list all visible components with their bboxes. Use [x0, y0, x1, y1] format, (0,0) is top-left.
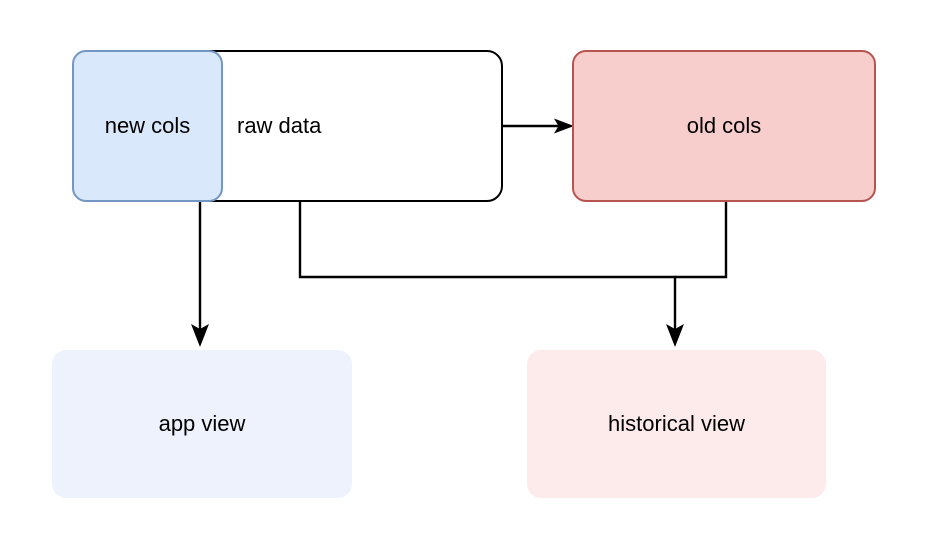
- node-raw-data[interactable]: raw data: [193, 50, 503, 202]
- node-old-cols-label: old cols: [686, 112, 762, 138]
- edge-raw-data-to-historical-view: [298, 201, 684, 347]
- node-historical-view-label: historical view: [608, 410, 745, 436]
- node-app-view[interactable]: app view: [52, 350, 352, 498]
- node-app-view-label: app view: [158, 410, 246, 436]
- edge-new-cols-to-app-view: [191, 201, 209, 347]
- node-old-cols[interactable]: old cols: [572, 50, 876, 202]
- node-historical-view[interactable]: historical view: [527, 350, 826, 498]
- node-new-cols[interactable]: new cols: [72, 50, 223, 202]
- node-new-cols-label: new cols: [104, 112, 191, 138]
- edge-old-cols-to-historical-view: [675, 201, 728, 279]
- node-raw-data-label: raw data: [237, 112, 322, 138]
- edge-raw-data-to-old-cols: [503, 118, 574, 134]
